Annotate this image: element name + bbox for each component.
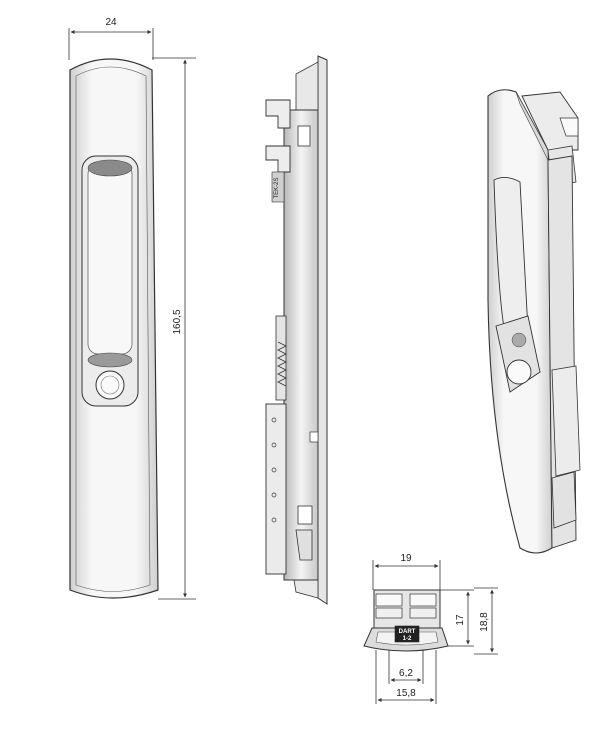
dim-width-top: 24 xyxy=(105,17,117,28)
handle-body-inner-edge xyxy=(75,66,151,592)
dim-height-inner: 17 xyxy=(455,614,466,626)
lower-window xyxy=(297,505,313,525)
end-slot-left-top xyxy=(375,593,403,607)
rivet-5 xyxy=(271,517,277,523)
dim-height-outer: 18,8 xyxy=(479,612,490,632)
mid-window xyxy=(309,431,319,443)
perspective-lock-cylinder xyxy=(506,359,532,385)
top-clip-lower xyxy=(265,145,291,173)
end-slot-right-top xyxy=(409,593,437,607)
end-slot-right-bottom xyxy=(409,607,437,619)
spine-marking-plate xyxy=(271,171,285,203)
top-window xyxy=(297,125,311,147)
lower-mechanism xyxy=(265,403,287,575)
perspective-top-clip xyxy=(559,117,579,137)
rivet-4 xyxy=(271,492,277,498)
lock-cylinder xyxy=(95,370,125,400)
dim-inner-slot: 6,2 xyxy=(399,668,413,679)
perspective-latch xyxy=(551,471,577,529)
part-label-line-2: 1-2 xyxy=(403,636,412,642)
dim-height-total: 160,5 xyxy=(172,309,183,334)
side-top-cap xyxy=(295,61,319,113)
spring-coil xyxy=(277,341,287,387)
spine-marking: TEK-2S xyxy=(274,177,280,198)
lock-cylinder-core xyxy=(100,375,120,395)
front-view: 24 160,5 xyxy=(68,17,196,600)
end-slot-left-bottom xyxy=(375,607,403,619)
grip-inner xyxy=(87,163,133,355)
rivet-1 xyxy=(271,417,277,423)
part-label-plate xyxy=(394,625,420,643)
top-clip-upper xyxy=(265,99,291,129)
grip-bottom-shadow xyxy=(87,352,133,368)
side-housing xyxy=(283,109,319,581)
perspective-lower-mech xyxy=(551,365,581,477)
rivet-3 xyxy=(271,467,277,473)
perspective-lock-button xyxy=(511,332,527,348)
rivet-2 xyxy=(271,442,277,448)
dim-width-bottom-view: 19 xyxy=(400,553,412,564)
spring-housing xyxy=(275,315,287,401)
side-faceplate xyxy=(317,55,328,605)
side-view: TEK-2S xyxy=(265,55,328,605)
perspective-view xyxy=(487,89,581,554)
part-label-line-1: DART xyxy=(399,629,416,635)
grip-top-shadow xyxy=(87,159,133,177)
end-view: 19 DART 1-2 17 18,8 6,2 15,8 xyxy=(363,553,498,704)
latch-bolt xyxy=(295,529,313,561)
dim-base-width: 15,8 xyxy=(396,688,416,699)
